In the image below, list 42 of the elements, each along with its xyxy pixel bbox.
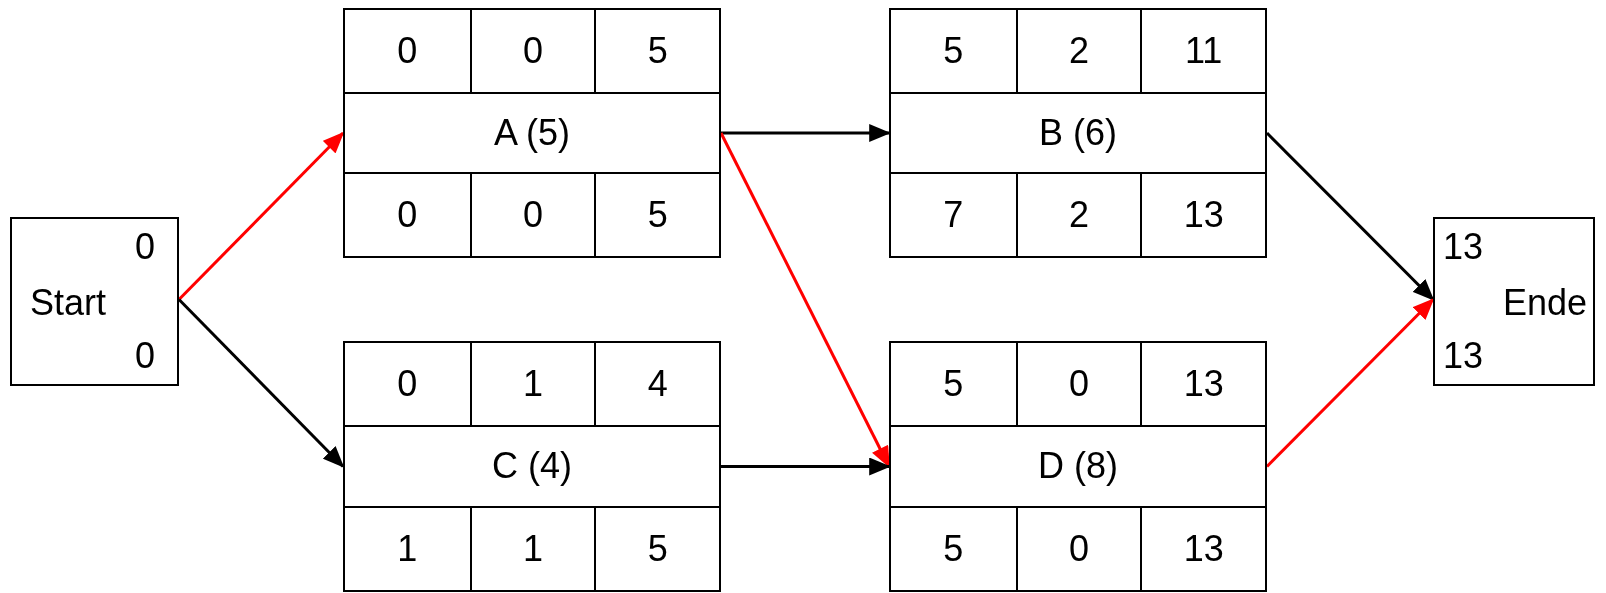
time-cell-text: 1 [396, 526, 419, 571]
time-cell: 1 [469, 507, 595, 590]
time-cell: 4 [594, 343, 719, 426]
time-cell-text: 7 [942, 193, 965, 237]
time-cell-text: 5 [942, 29, 965, 73]
time-cell-text: 5 [942, 526, 965, 571]
time-value: 13 [1443, 227, 1484, 267]
time-cell: 0 [1015, 343, 1141, 426]
activity-box [343, 8, 721, 258]
activity-box [343, 341, 721, 592]
time-value: 0 [134, 336, 155, 376]
time-cell-text: 0 [396, 193, 419, 237]
activity-label: C (4) [345, 425, 719, 508]
end-box [1433, 217, 1595, 386]
node-label: Ende [1502, 283, 1587, 323]
time-cell: 1 [469, 343, 595, 426]
time-cell: 5 [594, 10, 719, 92]
time-cell: 2 [1015, 10, 1141, 92]
time-cell: 5 [594, 507, 719, 590]
start-box [10, 217, 179, 386]
activity-box [889, 8, 1267, 258]
arrow [721, 124, 891, 142]
time-cell: 0 [469, 174, 595, 256]
activity-box [889, 341, 1267, 592]
activity-label: A (5) [345, 92, 719, 174]
time-cell: 13 [1140, 507, 1265, 590]
time-cell: 13 [1140, 174, 1265, 256]
time-value: 13 [1443, 336, 1484, 376]
activity-label: B (6) [891, 92, 1265, 174]
time-cell-text: 0 [396, 362, 419, 407]
time-cell: 0 [1015, 507, 1141, 590]
time-cell: 0 [469, 10, 595, 92]
activity-label: D (8) [891, 425, 1265, 508]
time-cell: 13 [1140, 343, 1265, 426]
node-label: Start [30, 283, 107, 323]
time-cell-text: 5 [942, 362, 965, 407]
time-cell: 2 [1015, 174, 1141, 256]
time-cell: 5 [594, 174, 719, 256]
arrow [721, 457, 891, 476]
time-cell-text: 0 [396, 29, 419, 73]
time-value: 0 [134, 227, 155, 267]
time-cell: 11 [1140, 10, 1265, 92]
